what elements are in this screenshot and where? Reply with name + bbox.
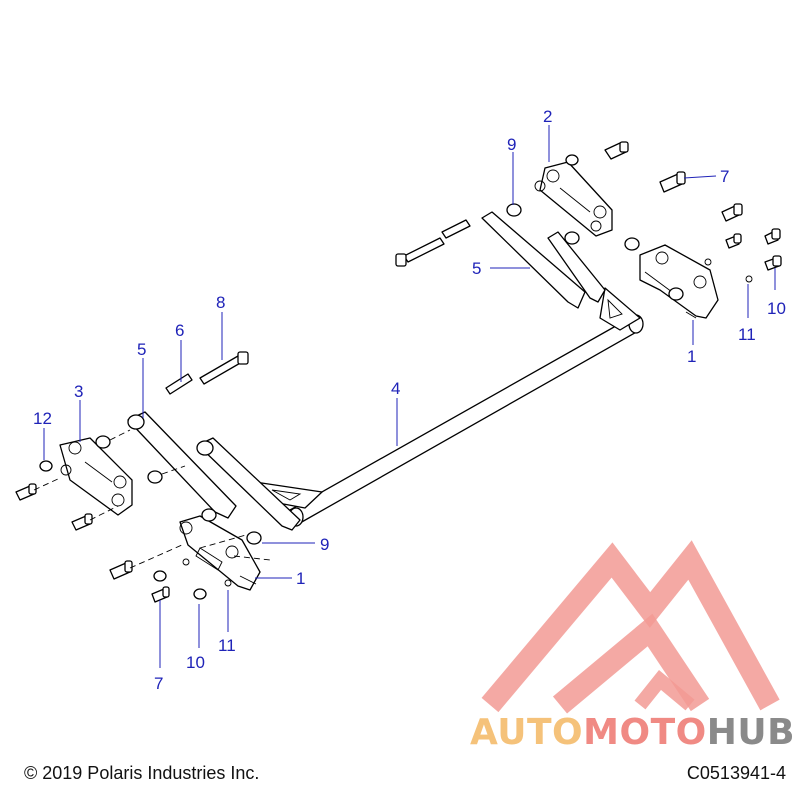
mount-bracket-left [59, 437, 133, 516]
callout-9-top: 9 [507, 135, 516, 154]
callout-2: 2 [543, 107, 552, 126]
watermark-word-moto: MOTO [583, 712, 707, 753]
callout-9-bottom: 9 [320, 535, 329, 554]
callout-11-bottom: 11 [218, 636, 236, 655]
callout-7-top: 7 [720, 167, 729, 186]
callout-5-top: 5 [472, 259, 481, 278]
callout-11-right: 11 [738, 325, 756, 344]
watermark-word-hub: HUB [706, 712, 796, 753]
link-arm-right [481, 211, 606, 309]
assembly-lines [33, 429, 271, 569]
callout-10-right: 10 [767, 299, 786, 318]
callout-6: 6 [175, 321, 184, 340]
watermark-wordmark: AUTOMOTOHUB [470, 712, 795, 753]
callout-12: 12 [33, 409, 52, 428]
copyright-notice: © 2019 Polaris Industries Inc. [24, 763, 260, 783]
callout-3: 3 [74, 382, 83, 401]
mount-plate-right [639, 244, 719, 319]
mount-bracket-right [534, 161, 613, 237]
diagram-code: C0513941-4 [686, 763, 786, 783]
callout-1-bottom: 1 [296, 569, 305, 588]
callout-10-bottom: 10 [186, 653, 205, 672]
pin [165, 219, 471, 395]
watermark-word-auto: AUTO [470, 712, 584, 753]
mount-plate-bottom [179, 515, 261, 591]
fasteners [15, 141, 782, 603]
callouts: 2 9 7 5 10 11 1 8 6 5 4 3 12 9 1 7 10 11 [33, 107, 786, 693]
callout-5-left: 5 [137, 340, 146, 359]
leader-lines [43, 125, 776, 668]
callout-8: 8 [216, 293, 225, 312]
callout-7-bottom: 7 [154, 674, 163, 693]
link-arm-left [127, 411, 301, 531]
watermark-logo-icon [481, 540, 780, 714]
callout-1-right: 1 [687, 347, 696, 366]
stabilizer-bar [254, 287, 644, 527]
callout-4: 4 [391, 379, 400, 398]
